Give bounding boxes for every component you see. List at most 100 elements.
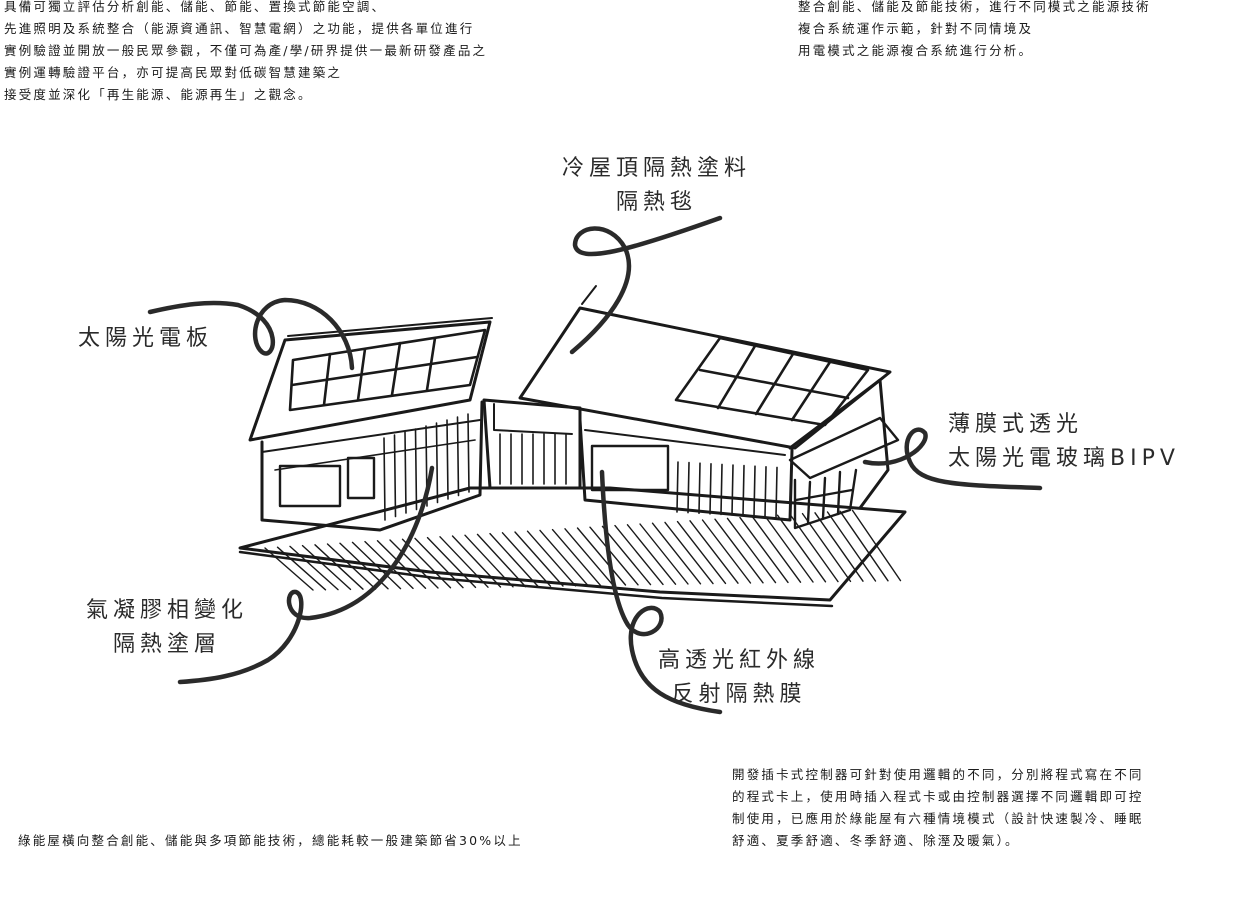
wall-stroke (404, 431, 407, 514)
deck-plank-stroke (676, 520, 727, 585)
deck-plank-stroke (364, 540, 414, 590)
callout-line: 氣凝膠相變化 (86, 598, 249, 623)
callout-line: 冷屋頂隔熱塗料 (562, 156, 752, 181)
deck-plank-stroke (826, 511, 877, 582)
deck-plank-stroke (539, 529, 589, 587)
callout-line: 高透光紅外線 (658, 648, 821, 673)
wall-stroke (687, 461, 690, 514)
deck-plank-stroke (776, 514, 827, 583)
intro-right-line: 複合系統運作示範，針對不同情境及 (798, 21, 1034, 36)
leader-aerogel (177, 465, 435, 685)
leader-solar (147, 297, 355, 371)
solar-panel-right (674, 336, 870, 427)
intro-left-line: 接受度並深化「再生能源、能源再生」之觀念。 (4, 87, 313, 102)
deck-plank-stroke (789, 513, 839, 583)
callout-line: 反射隔熱膜 (671, 682, 807, 707)
wall-stroke (753, 465, 756, 518)
right-wing (518, 285, 892, 522)
deck-plank-stroke (714, 518, 764, 584)
wall-stroke (467, 413, 470, 493)
deck-plank-stroke (764, 515, 814, 583)
deck-plank-stroke (351, 541, 402, 590)
intro-left-line: 先進照明及系統整合（能源資通訊、智慧電網）之功能，提供各單位進行 (4, 21, 475, 36)
leader-bipv (862, 427, 1043, 491)
deck-plank-stroke (551, 528, 602, 587)
note-line: 的程式卡上，使用時插入程式卡或由控制器選擇不同邏輯即可控 (732, 789, 1144, 804)
wall-stroke (393, 434, 397, 518)
deck-plank-stroke (839, 510, 889, 582)
deck-plank-stroke (264, 547, 314, 591)
wall-stroke (720, 463, 723, 516)
callout-line: 薄膜式透光 (948, 412, 1084, 437)
wall-stroke (698, 462, 701, 515)
callout-solar-panel: 太陽光電板 (78, 322, 213, 356)
deck-plank-stroke (276, 546, 327, 591)
wall-stroke (731, 464, 734, 516)
left-wing-wall-lines (383, 413, 470, 521)
note-line: 開發插卡式控制器可針對使用邏輯的不同，分別將程式寫在不同 (732, 767, 1144, 782)
deck-plank-stroke (451, 535, 502, 588)
deck-plank-stroke (476, 533, 527, 588)
deck-plank-stroke (689, 520, 739, 584)
deck-plank-stroke (301, 544, 352, 591)
intro-paragraph-right: 整合創能、儲能及節能技術，進行不同模式之能源技術 複合系統運作示範，針對不同情境… (798, 0, 1151, 62)
intro-right-line: 整合創能、儲能及節能技術，進行不同模式之能源技術 (798, 0, 1151, 14)
deck-planks (264, 509, 902, 591)
deck-plank-stroke (564, 528, 614, 586)
solar-panel-left (288, 328, 487, 412)
deck-plank-stroke (814, 512, 864, 582)
deck-plank-stroke (601, 525, 652, 586)
callout-line: 太陽光電玻璃BIPV (948, 446, 1180, 471)
deck-plank-stroke (326, 543, 377, 590)
deck-plank-stroke (651, 522, 702, 585)
deck-plank-stroke (389, 539, 439, 589)
deck-plank-stroke (726, 517, 777, 584)
wall-stroke (709, 462, 712, 515)
deck-plank-stroke (589, 526, 639, 586)
deck-plank-stroke (751, 516, 802, 583)
right-wing-wall-lines (676, 461, 778, 519)
wall-stroke (676, 461, 679, 513)
deck-plank-stroke (314, 544, 364, 590)
deck-plank-stroke (739, 516, 789, 584)
wall-stroke (456, 416, 460, 497)
middle-section (482, 398, 582, 490)
deck-plank-stroke (514, 531, 564, 587)
deck-plank-stroke (576, 527, 627, 586)
note-line: 舒適、夏季舒適、冬季舒適、除溼及暖氣）。 (732, 833, 1020, 848)
callout-cool-roof-coating: 冷屋頂隔熱塗料 隔熱毯 (562, 152, 751, 220)
wall-stroke (775, 466, 778, 519)
deck-plank-stroke (489, 532, 539, 588)
controller-note: 開發插卡式控制器可針對使用邏輯的不同，分別將程式寫在不同 的程式卡上，使用時插入… (732, 764, 1144, 852)
wall-stroke (764, 465, 767, 518)
intro-paragraph-left: 具備可獨立評估分析創能、儲能、節能、置換式節能空調、 先進照明及系統整合（能源資… (4, 0, 487, 106)
deck-plank-stroke (701, 519, 752, 584)
deck-plank-stroke (801, 512, 852, 583)
callout-bipv-glass: 薄膜式透光 太陽光電玻璃BIPV (948, 408, 1180, 476)
note-line: 制使用，已應用於綠能屋有六種情境模式（設計快速製冷、睡眠 (732, 811, 1144, 826)
callout-leaders (147, 215, 1043, 715)
intro-left-line: 具備可獨立評估分析創能、儲能、節能、置換式節能空調、 (4, 0, 387, 14)
callout-line: 隔熱毯 (616, 190, 698, 215)
callout-line: 隔熱塗層 (113, 632, 222, 657)
callout-ir-reflective-film: 高透光紅外線 反射隔熱膜 (658, 644, 820, 712)
leader-film (599, 469, 723, 715)
deck-plank-stroke (414, 537, 464, 589)
intro-left-line: 實例運轉驗證平台，亦可提高民眾對低碳智慧建築之 (4, 65, 343, 80)
wall-stroke (446, 419, 449, 500)
callout-line: 太陽光電板 (78, 326, 214, 351)
wall-stroke (383, 437, 386, 521)
leader-roof (569, 215, 723, 355)
wall-stroke (414, 428, 418, 511)
middle-wall-lines (499, 433, 567, 485)
intro-right-line: 用電模式之能源複合系統進行分析。 (798, 43, 1034, 58)
deck-plank-stroke (401, 538, 452, 589)
intro-left-line: 實例驗證並開放一般民眾參觀，不僅可為產/學/研界提供一最新研發產品之 (4, 43, 488, 58)
deck-plank-stroke (426, 536, 477, 589)
wall-stroke (435, 422, 439, 504)
deck-plank-stroke (626, 524, 677, 585)
deck-plank-stroke (501, 532, 552, 587)
deck-plank-stroke (289, 545, 339, 591)
left-wing (248, 317, 493, 532)
